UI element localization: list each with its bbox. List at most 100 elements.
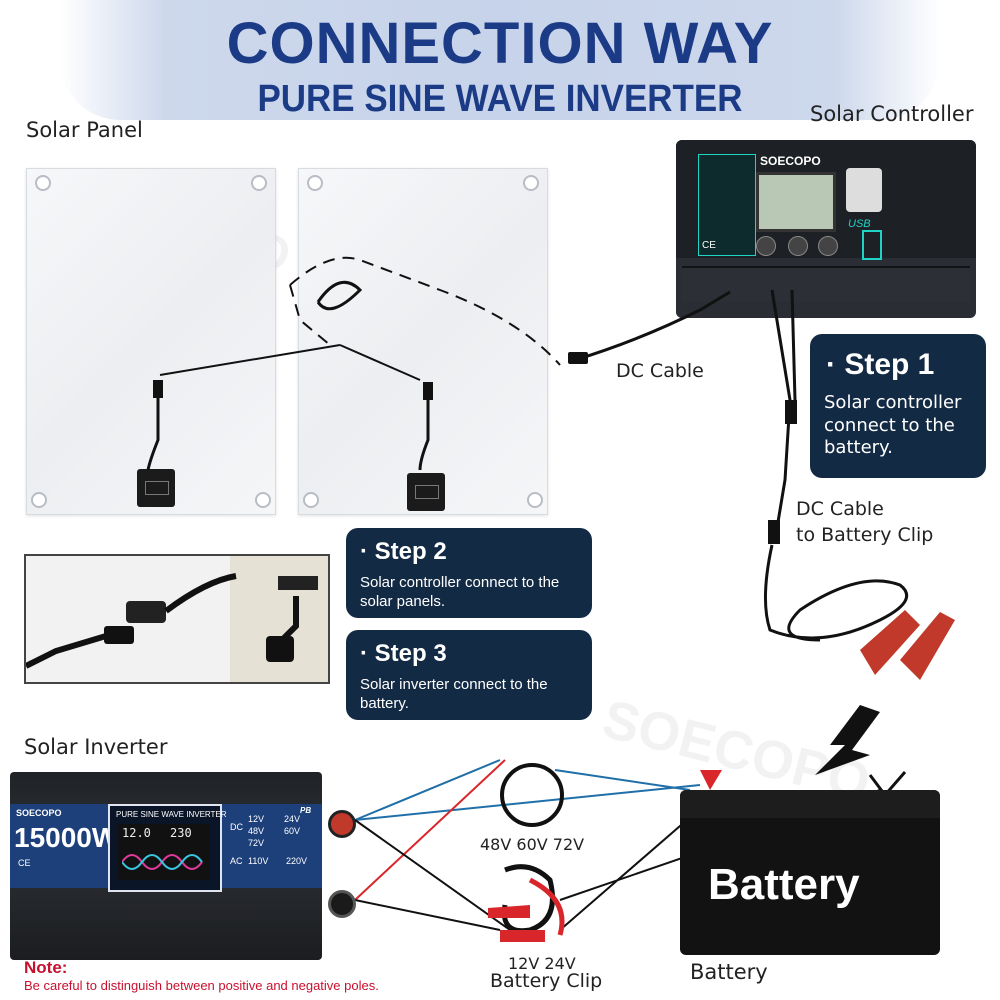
inverter-dc-option: 60V bbox=[284, 826, 301, 836]
panel-lead-cable bbox=[418, 390, 430, 471]
positive-wire bbox=[354, 784, 701, 821]
inverter-ac-option: 110V bbox=[248, 856, 269, 866]
inverter-power: 15000W bbox=[14, 822, 119, 853]
grommet-icon bbox=[527, 492, 543, 508]
step-3-title-text: Step 3 bbox=[374, 640, 447, 667]
dashed-connection bbox=[289, 284, 331, 346]
battery-lead-cable bbox=[770, 289, 792, 541]
dc-connector-icon bbox=[153, 380, 163, 398]
inverter-dc-option: 12V bbox=[248, 814, 265, 824]
inverter-ac-option: 220V bbox=[286, 856, 308, 866]
positive-wire bbox=[354, 759, 501, 821]
step-2-title-text: Step 2 bbox=[374, 538, 447, 565]
connector-photo bbox=[24, 554, 330, 684]
inverter-screen: 12.0 230 bbox=[118, 824, 210, 880]
battery-clip-label: Battery Clip bbox=[490, 970, 603, 992]
clip-cable-red bbox=[528, 877, 565, 936]
dc-connector-icon bbox=[568, 352, 588, 364]
dc-cable bbox=[574, 290, 731, 362]
controller-brand: SOECOPO bbox=[760, 154, 821, 168]
dc-connector-icon bbox=[423, 382, 433, 400]
step-3-text: Solar inverter connect to the battery. bbox=[360, 676, 548, 712]
step-1-text: Solar controller connect to the battery. bbox=[824, 392, 962, 458]
solar-inverter-label: Solar Inverter bbox=[24, 735, 168, 759]
controller-button[interactable] bbox=[756, 236, 776, 256]
grommet-icon bbox=[251, 175, 267, 191]
grommet-icon bbox=[523, 175, 539, 191]
inverter-panel-title: PURE SINE WAVE INVERTER bbox=[116, 810, 227, 819]
battery-lead-cable bbox=[790, 289, 797, 401]
inverter-negative-terminal bbox=[328, 890, 356, 918]
inverter-dc-label: DC bbox=[230, 822, 243, 832]
negative-wire bbox=[354, 819, 511, 931]
panel-link-wire bbox=[159, 344, 341, 376]
step-1-title-text: Step 1 bbox=[844, 348, 935, 381]
battery-body-label: Battery bbox=[708, 860, 860, 909]
step-3-title: · Step 3 bbox=[360, 640, 447, 667]
controller-battery-indicator bbox=[862, 230, 882, 260]
dc-connector-icon bbox=[785, 400, 797, 424]
clip-cable-ring bbox=[501, 864, 555, 934]
page-subtitle: PURE SINE WAVE INVERTER bbox=[257, 78, 743, 120]
sine-wave-icon bbox=[122, 854, 203, 870]
step-2-box: · Step 2 Solar controller connect to the… bbox=[346, 528, 592, 618]
inverter-dc-option: 48V bbox=[248, 826, 265, 836]
inverter-screen-output: 230 bbox=[170, 826, 192, 840]
controller-button[interactable] bbox=[788, 236, 808, 256]
controller-usb-label: USB bbox=[848, 218, 871, 230]
solar-controller-label: Solar Controller bbox=[810, 102, 974, 126]
inverter-badge: PB bbox=[300, 806, 312, 815]
battery-label: Battery bbox=[690, 960, 768, 984]
coiled-clip-cable bbox=[764, 544, 909, 642]
panel-link-wire bbox=[339, 344, 421, 381]
battery-device: Battery bbox=[680, 790, 940, 955]
positive-wire bbox=[554, 769, 691, 791]
grommet-icon bbox=[31, 492, 47, 508]
controller-lcd-screen bbox=[756, 172, 836, 232]
step-2-text: Solar controller connect to the solar pa… bbox=[360, 574, 560, 610]
dc-cable-battery-label-line2: to Battery Clip bbox=[796, 524, 934, 546]
controller-terminal-strip bbox=[682, 266, 970, 302]
step-2-title: · Step 2 bbox=[360, 538, 447, 565]
note-text: Be careful to distinguish between positi… bbox=[24, 978, 379, 993]
inverter-positive-terminal bbox=[328, 810, 356, 838]
header-brush-background bbox=[60, 0, 940, 120]
step-3-box: · Step 3 Solar inverter connect to the b… bbox=[346, 630, 592, 720]
panel-lead-cable bbox=[146, 390, 160, 471]
solar-inverter-device: SOECOPO 15000W CE PURE SINE WAVE INVERTE… bbox=[10, 772, 356, 960]
solar-controller-device: SOECOPO USB CE bbox=[676, 140, 976, 318]
inverter-screen-input: 12.0 bbox=[122, 826, 151, 840]
controller-usb-port bbox=[846, 168, 882, 212]
dashed-connection bbox=[289, 256, 561, 366]
note-title: Note: bbox=[24, 958, 68, 977]
inverter-cert: CE bbox=[18, 858, 31, 868]
y-splitter-cable bbox=[316, 280, 363, 311]
inverter-front-panel: SOECOPO 15000W CE PURE SINE WAVE INVERTE… bbox=[10, 804, 322, 892]
inverter-dc-option: 72V bbox=[248, 838, 265, 848]
voltage-high-label: 48V 60V 72V bbox=[480, 835, 585, 854]
cable-ring-icon bbox=[500, 763, 564, 827]
dc-connector-icon bbox=[768, 520, 780, 544]
arrow-down-icon bbox=[815, 705, 880, 775]
step-1-box: · Step 1 Solar controller connect to the… bbox=[810, 334, 986, 478]
positive-wire bbox=[354, 759, 506, 901]
junction-box-icon bbox=[137, 469, 175, 507]
inverter-brand: SOECOPO bbox=[16, 808, 62, 818]
negative-wire bbox=[354, 899, 501, 931]
grommet-icon bbox=[255, 492, 271, 508]
battery-clip-red-icon bbox=[500, 930, 545, 942]
controller-button-panel bbox=[698, 154, 756, 256]
dc-cable-battery-label-line1: DC Cable bbox=[796, 498, 884, 520]
page-title: CONNECTION WAY bbox=[226, 11, 774, 76]
step-1-title: · Step 1 bbox=[826, 348, 935, 381]
battery-clip-red-icon bbox=[860, 610, 920, 675]
photo-cables bbox=[26, 573, 318, 669]
inverter-display-frame: PURE SINE WAVE INVERTER 12.0 230 bbox=[108, 804, 227, 892]
grommet-icon bbox=[307, 175, 323, 191]
voltage-low-label: 12V 24V bbox=[508, 954, 576, 973]
controller-ce-mark: CE bbox=[702, 240, 716, 251]
controller-button[interactable] bbox=[818, 236, 838, 256]
battery-clip-red-icon bbox=[488, 905, 530, 918]
junction-box-icon bbox=[407, 473, 445, 511]
